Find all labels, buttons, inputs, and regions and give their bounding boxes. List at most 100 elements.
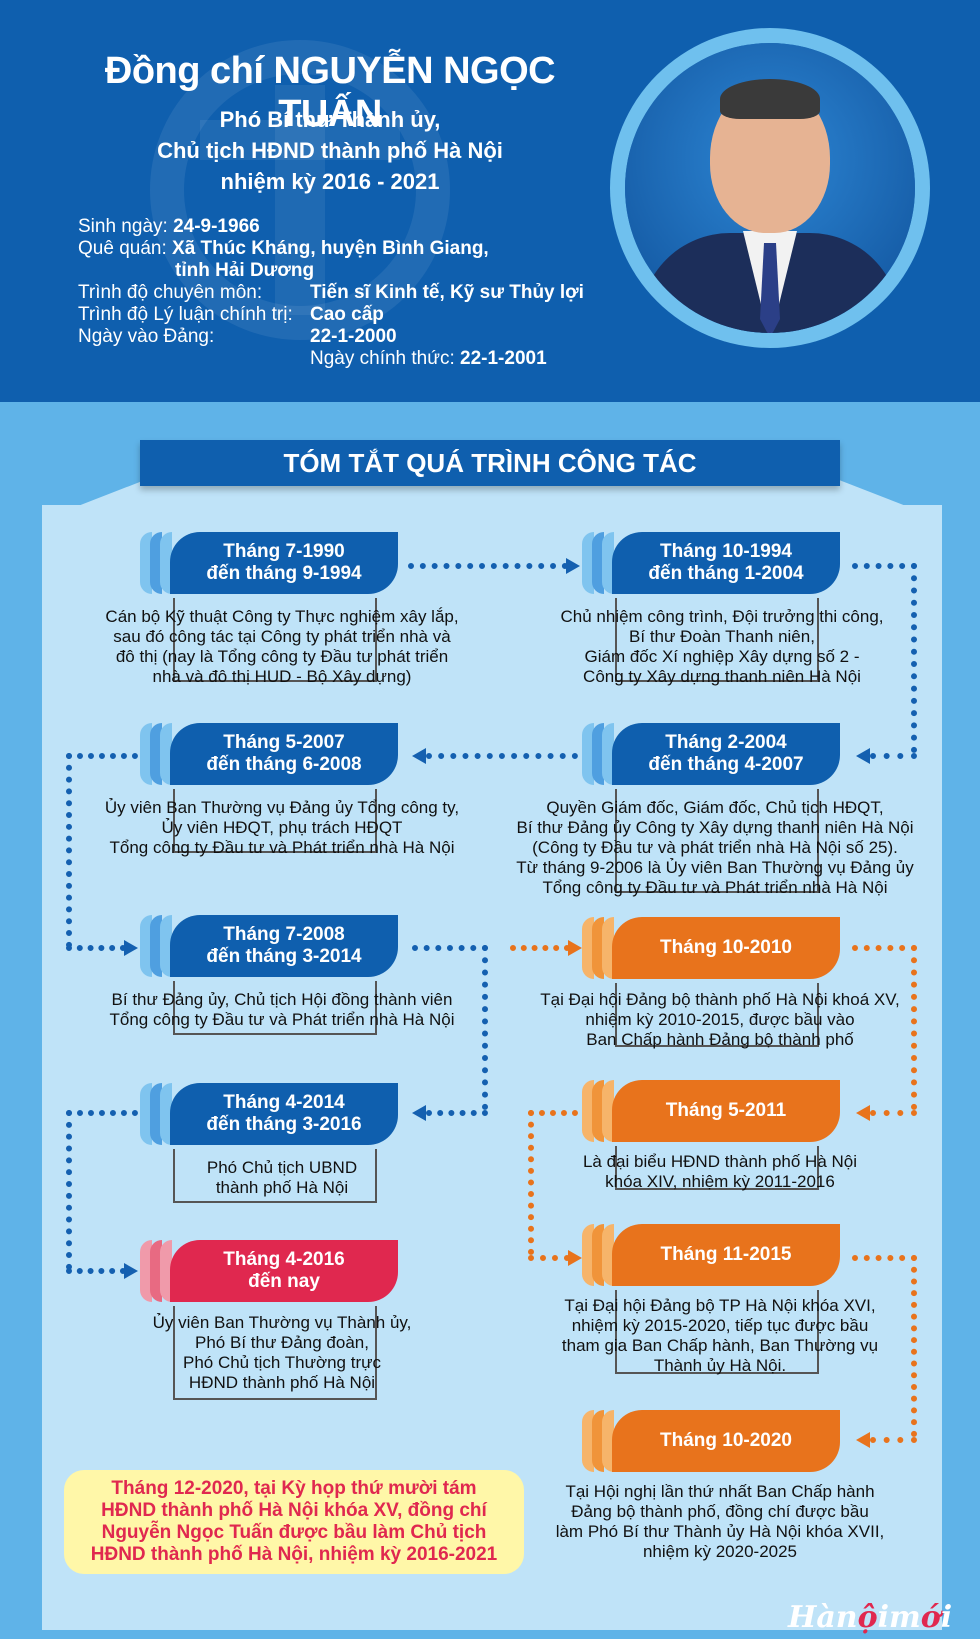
connector-line-orange [870, 1110, 917, 1116]
tab-stripe [160, 915, 172, 977]
header: Đồng chí NGUYỄN NGỌC TUẤN Phó Bí thư Thà… [0, 0, 980, 402]
tab-stripe [592, 917, 604, 979]
desc-bracket [173, 598, 377, 682]
tab-stripe [592, 532, 604, 594]
degree-row: Trình độ chuyên môn: [78, 282, 263, 303]
party-value: 22-1-2000 [310, 326, 397, 347]
tab-stripe [150, 915, 162, 977]
desc-bracket [615, 598, 819, 682]
period-tab-2015: Tháng 11-2015 [612, 1224, 840, 1286]
desc-2016: Ủy viên Ban Thường vụ Thành ủy,Phó Bí th… [152, 1313, 412, 1392]
connector-line [870, 753, 917, 759]
party-row: Ngày vào Đảng: [78, 326, 215, 347]
arrow-left-orange-icon [856, 1105, 870, 1121]
connector-line [911, 563, 917, 753]
connector-line-orange [911, 1255, 917, 1437]
desc-2007: Ủy viên Ban Thường vụ Đảng ủy Tổng công … [104, 798, 460, 857]
tab-stripe [592, 723, 604, 785]
desc-2008: Bí thư Đảng ủy, Chủ tịch Hội đồng thành … [109, 990, 455, 1029]
person-name: Đồng chí NGUYỄN NGỌC TUẤN [104, 50, 556, 135]
desc-bracket [173, 981, 377, 1035]
connector-line-orange [510, 945, 570, 951]
connector-line-orange [911, 945, 917, 1110]
hanoimoi-logo: Hànộimới [788, 1600, 953, 1635]
portrait-photo [625, 43, 915, 333]
tab-stripe [582, 917, 594, 979]
connector-line [426, 753, 578, 759]
desc-1990: Cán bộ Kỹ thuật Công ty Thực nghiệm xây … [105, 607, 459, 686]
desc-bracket [615, 1146, 819, 1190]
tab-stripe [160, 1083, 172, 1145]
connector-line [66, 945, 126, 951]
connector-line [852, 563, 917, 569]
desc-bracket [173, 789, 377, 853]
theory-value: Cao cấp [310, 304, 384, 325]
tab-stripe [150, 723, 162, 785]
desc-bracket [615, 983, 819, 1047]
watermark-stem [275, 85, 325, 315]
tab-stripe [140, 915, 152, 977]
period-tab-2020: Tháng 10-2020 [612, 1410, 840, 1472]
section-title: TÓM TẮT QUÁ TRÌNH CÔNG TÁC [283, 448, 697, 478]
tab-stripe [140, 1240, 152, 1302]
connector-line [66, 753, 138, 759]
arrow-right-orange-icon [568, 1250, 582, 1266]
arrow-left-orange-icon [856, 1432, 870, 1448]
desc-2004: Quyền Giám đốc, Giám đốc, Chủ tịch HĐQT,… [516, 798, 914, 897]
period-tab-2010: Tháng 10-2010 [612, 917, 840, 979]
tab-stripe [140, 723, 152, 785]
desc-bracket [173, 1306, 377, 1400]
connector-line-orange [852, 1255, 917, 1261]
tab-stripe [582, 723, 594, 785]
tab-stripe [140, 532, 152, 594]
theory-row: Trình độ Lý luận chính trị: [78, 304, 293, 325]
tab-stripe [602, 723, 614, 785]
tab-stripe [150, 1240, 162, 1302]
connector-line [66, 753, 72, 948]
desc-2015: Tại Đại hội Đảng bộ TP Hà Nội khóa XVI,n… [561, 1296, 879, 1375]
connector-line-orange [528, 1110, 534, 1255]
tab-stripe [160, 723, 172, 785]
tab-stripe [602, 1080, 614, 1142]
tab-stripe [582, 1224, 594, 1286]
birth-row: Sinh ngày: 24-9-1966 [78, 216, 260, 237]
connector-line-orange [528, 1255, 570, 1261]
official-row: Ngày chính thức: 22-1-2001 [310, 348, 547, 369]
connector-line [482, 945, 488, 1110]
connector-line-orange [852, 945, 917, 951]
connector-line [426, 1110, 488, 1116]
connector-line [66, 1110, 138, 1116]
desc-1994: Chủ nhiệm công trình, Đội trưởng thi côn… [560, 607, 884, 686]
arrow-left-icon [412, 1105, 426, 1121]
connector-line [66, 1268, 126, 1274]
tab-stripe [140, 1083, 152, 1145]
desc-bracket [615, 789, 819, 893]
tab-stripe [160, 532, 172, 594]
tab-stripe [602, 1224, 614, 1286]
tab-stripe [582, 532, 594, 594]
connector-line-orange [528, 1110, 578, 1116]
tab-stripe [602, 1410, 614, 1472]
connector-line [66, 1110, 72, 1270]
tab-stripe [592, 1080, 604, 1142]
tab-stripe [582, 1410, 594, 1472]
section-banner: TÓM TẮT QUÁ TRÌNH CÔNG TÁC [140, 440, 840, 486]
tab-stripe [150, 532, 162, 594]
arrow-right-orange-icon [568, 940, 582, 956]
hometown-row: Quê quán: Xã Thúc Kháng, huyện Bình Gian… [78, 238, 489, 259]
connector-line [412, 945, 488, 951]
desc-bracket [173, 1149, 377, 1203]
connector-line-orange [870, 1437, 917, 1443]
tab-stripe [602, 917, 614, 979]
degree-value: Tiến sĩ Kinh tế, Kỹ sư Thủy lợi [310, 282, 584, 303]
tab-stripe [592, 1224, 604, 1286]
